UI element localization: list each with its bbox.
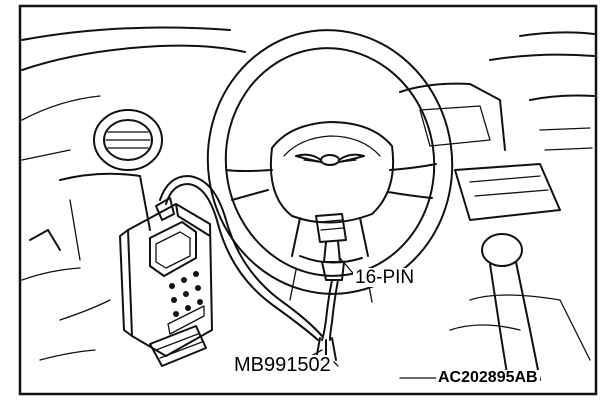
figure-frame [18,4,598,396]
dashboard-outline [21,26,595,361]
connector-cable [321,279,333,341]
connector-label: 16-PIN [353,267,417,288]
steering-wheel [206,29,454,303]
wheel-emblem [295,153,365,166]
scan-tool-cable [159,175,323,337]
gear-shift [449,233,591,381]
figure-code-label: AC202895AB [436,369,540,386]
air-vent [93,109,163,171]
sixteen-pin-connector [315,213,347,281]
scan-tool [119,197,213,367]
tool-part-number-label: MB991502 [232,354,333,376]
